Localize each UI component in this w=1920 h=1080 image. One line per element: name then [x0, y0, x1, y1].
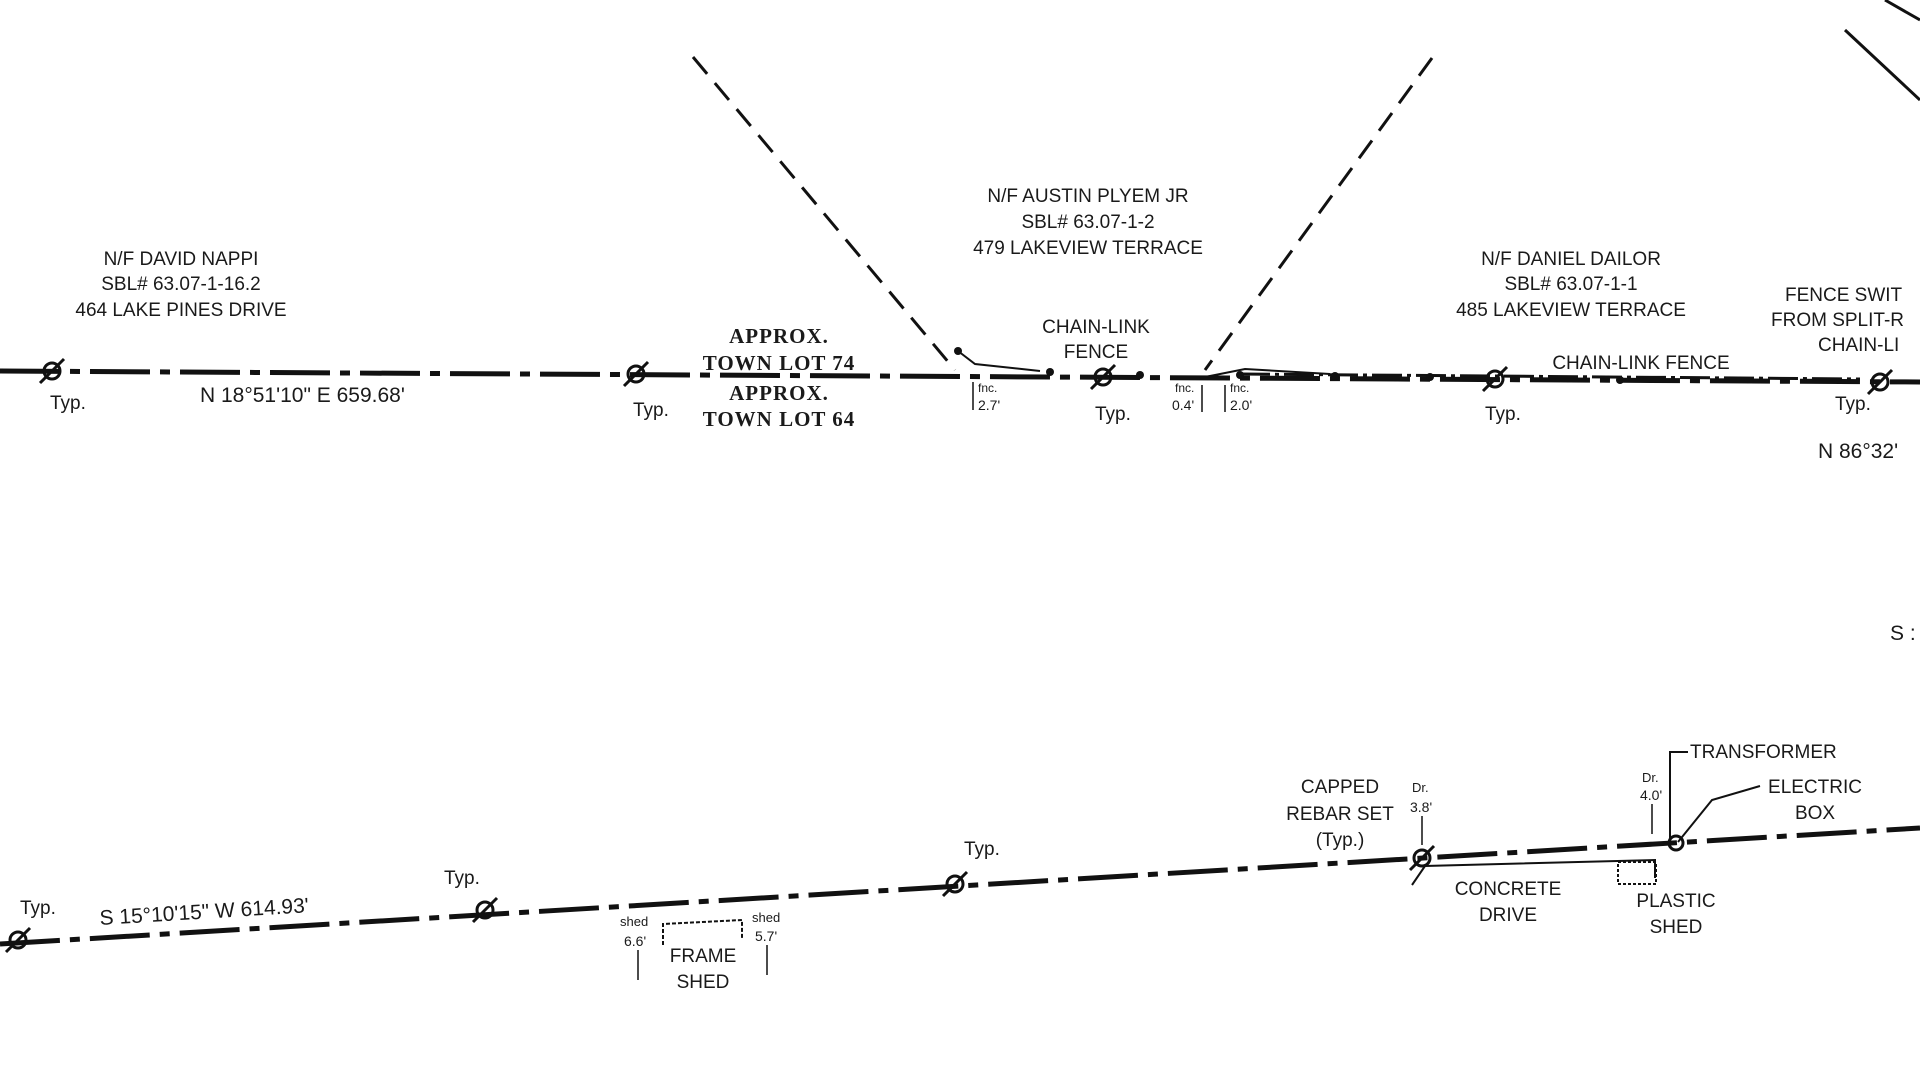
typ-label: Typ.	[20, 898, 56, 919]
transformer-leader	[1669, 751, 1688, 840]
right-bearing-partial-south: S :	[1890, 622, 1916, 645]
fence-offset-b: fnc. 0.4'	[1172, 381, 1203, 413]
fence-jog-right	[1199, 367, 1331, 379]
owner-dailor: N/F DANIEL DAILOR SBL# 63.07-1-1 485 LAK…	[1456, 249, 1686, 321]
owner-name: N/F AUSTIN PLYEM JR	[987, 186, 1188, 207]
typ-label: Typ.	[444, 868, 480, 889]
drive-label: DRIVE	[1479, 905, 1537, 926]
shed-offset-left: shed 6.6'	[620, 914, 648, 980]
plastic-shed-outline	[1617, 861, 1657, 885]
town-lot-approx-lower: APPROX.	[729, 381, 829, 405]
svg-text:REBAR SET: REBAR SET	[1286, 804, 1394, 825]
typ-label: Typ.	[50, 393, 86, 414]
fence-offset-a: fnc. 2.7'	[972, 381, 1000, 413]
north-property-line	[0, 368, 1920, 385]
town-lot-64: TOWN LOT 64	[703, 407, 856, 431]
dr-offset-2: Dr. 4.0'	[1640, 770, 1662, 834]
typ-label: Typ.	[1835, 394, 1871, 415]
owner-sbl: SBL# 63.07-1-2	[1021, 212, 1154, 233]
chain-link-label: CHAIN-LINK	[1042, 317, 1150, 338]
south-property-line	[0, 825, 1920, 947]
typ-label: Typ.	[964, 839, 1000, 860]
frame-shed-label: SHED	[677, 972, 730, 993]
dr-offset-1: Dr. 3.8'	[1410, 780, 1432, 845]
svg-text:fnc.: fnc.	[1230, 381, 1249, 395]
fence-switch-2: FROM SPLIT-R	[1771, 310, 1904, 331]
svg-text:Dr.: Dr.	[1412, 780, 1429, 795]
shed-label: SHED	[1650, 917, 1703, 938]
dashed-boundary-right	[1203, 57, 1434, 371]
typ-label: Typ.	[1095, 404, 1131, 425]
electric-box-leader	[1677, 785, 1761, 843]
svg-text:6.6': 6.6'	[624, 933, 646, 949]
svg-text:0.4': 0.4'	[1172, 397, 1194, 413]
typ-label: Typ.	[633, 400, 669, 421]
upper-right-boundary	[1843, 28, 1920, 102]
chain-link-fence-right: CHAIN-LINK FENCE	[1552, 353, 1729, 374]
upper-right-boundary-2	[1884, 0, 1920, 22]
owner-name: N/F DANIEL DAILOR	[1481, 249, 1661, 270]
svg-text:2.7': 2.7'	[978, 397, 1000, 413]
transformer-label: TRANSFORMER	[1690, 742, 1837, 763]
box-label: BOX	[1795, 803, 1835, 824]
owner-name: N/F DAVID NAPPI	[104, 249, 259, 270]
svg-text:fnc.: fnc.	[978, 381, 997, 395]
svg-text:4.0': 4.0'	[1640, 787, 1662, 803]
north-bearing: N 18°51'10" E 659.68'	[200, 384, 405, 407]
frame-label: FRAME	[670, 946, 737, 967]
town-lot-74: TOWN LOT 74	[703, 351, 856, 375]
svg-text:shed: shed	[752, 910, 780, 925]
south-bearing: S 15°10'15" W 614.93'	[99, 894, 310, 930]
owner-address: 485 LAKEVIEW TERRACE	[1456, 300, 1686, 321]
capped-rebar-label: CAPPED REBAR SET (Typ.)	[1286, 777, 1394, 851]
fence-jog	[957, 350, 1041, 372]
svg-text:5.7': 5.7'	[755, 928, 777, 944]
owner-address: 479 LAKEVIEW TERRACE	[973, 238, 1203, 259]
fence-label: FENCE	[1064, 342, 1128, 363]
svg-text:CAPPED: CAPPED	[1301, 777, 1379, 798]
right-bearing-partial: N 86°32'	[1818, 440, 1898, 463]
typ-label: Typ.	[1485, 404, 1521, 425]
owner-address: 464 LAKE PINES DRIVE	[75, 300, 286, 321]
chain-link-fence-line	[1239, 372, 1861, 381]
svg-text:(Typ.): (Typ.)	[1316, 830, 1365, 851]
survey-marker-icon-lower	[4, 834, 1685, 954]
dashed-boundary-left	[691, 56, 957, 371]
shed-offset-right: shed 5.7'	[752, 910, 780, 975]
fence-switch-3: CHAIN-LI	[1818, 335, 1899, 356]
town-lot-approx-upper: APPROX.	[729, 324, 829, 348]
owner-nappi: N/F DAVID NAPPI SBL# 63.07-1-16.2 464 LA…	[75, 249, 286, 321]
svg-text:2.0': 2.0'	[1230, 397, 1252, 413]
concrete-label: CONCRETE	[1455, 879, 1562, 900]
owner-sbl: SBL# 63.07-1-1	[1504, 274, 1637, 295]
frame-shed-outline	[662, 918, 743, 945]
fence-offset-c: fnc. 2.0'	[1224, 381, 1252, 413]
fence-switch-1: FENCE SWIT	[1785, 285, 1903, 306]
svg-text:3.8': 3.8'	[1410, 799, 1432, 815]
owner-plyem: N/F AUSTIN PLYEM JR SBL# 63.07-1-2 479 L…	[973, 186, 1203, 259]
electric-label: ELECTRIC	[1768, 777, 1862, 798]
survey-marker-icon	[38, 357, 1894, 396]
svg-text:fnc.: fnc.	[1175, 381, 1194, 395]
svg-text:shed: shed	[620, 914, 648, 929]
plastic-label: PLASTIC	[1636, 891, 1715, 912]
owner-sbl: SBL# 63.07-1-16.2	[101, 274, 261, 295]
svg-text:Dr.: Dr.	[1642, 770, 1659, 785]
